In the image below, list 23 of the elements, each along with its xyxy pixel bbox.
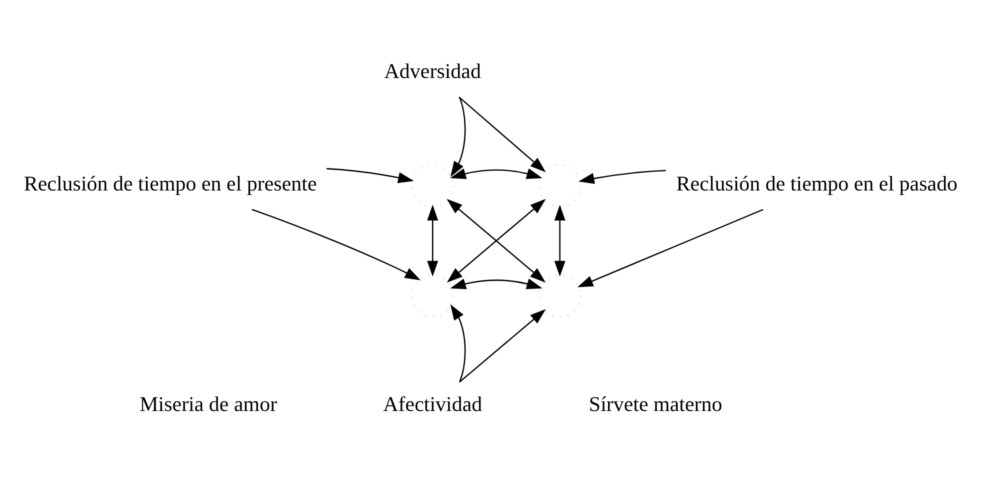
node-point (538, 164, 581, 208)
arrow (450, 168, 542, 179)
arrow (554, 204, 565, 277)
arrow (576, 208, 763, 288)
arrow (426, 204, 438, 277)
node-text: Adversidad (384, 58, 480, 83)
arrow (578, 170, 666, 184)
arrow (450, 278, 542, 290)
node-point (538, 274, 581, 318)
label: Miseria de amor (139, 392, 277, 416)
arrow (450, 304, 466, 382)
arrow (326, 168, 414, 184)
label: Sírvete materno (588, 392, 722, 416)
arrow (251, 208, 420, 280)
arrow (458, 309, 546, 383)
arrow (458, 96, 546, 172)
arrow (446, 198, 546, 283)
node-text: Afectividad (382, 392, 482, 416)
node-point (410, 164, 454, 208)
node-point (410, 274, 454, 318)
arrow (450, 96, 466, 177)
node-text: Reclusión de tiempo en el pasado (676, 172, 958, 196)
node-text: Reclusión de tiempo en el presente (23, 172, 316, 196)
